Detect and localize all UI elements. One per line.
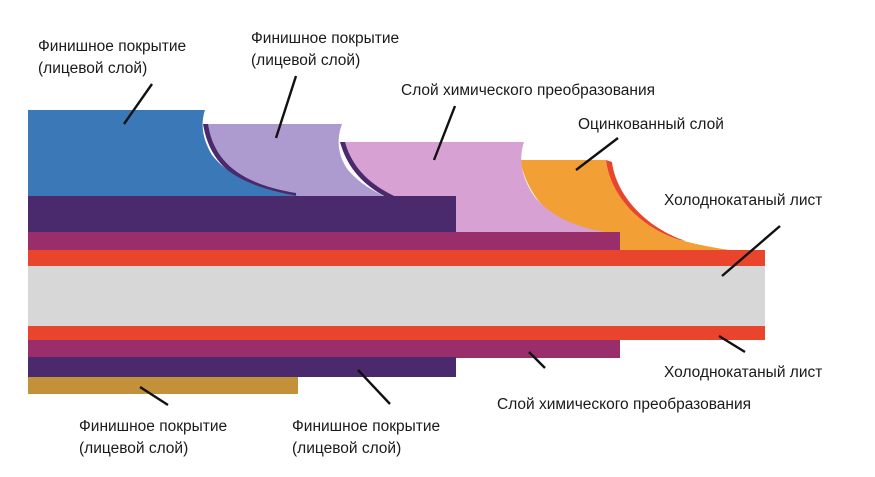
label-top-finish-1: Финишное покрытие (лицевой слой): [38, 36, 186, 80]
top-conversion-layer: [342, 142, 620, 234]
label-line: Слой химического преобразования: [497, 396, 752, 413]
label-line: (лицевой слой): [79, 440, 189, 457]
label-bottom-finish-2: Финишное покрытие (лицевой слой): [292, 416, 440, 460]
leader-top-finish-1: [123, 83, 153, 125]
top-red-layer: [28, 250, 765, 266]
leader-bottom-conversion: [528, 351, 546, 369]
top-finish-1-layer: [28, 110, 298, 196]
label-top-finish-2: Финишное покрытие (лицевой слой): [251, 28, 399, 72]
leader-top-steel: [721, 225, 781, 277]
leader-top-zinc: [575, 137, 619, 171]
label-bottom-finish-1: Финишное покрытие (лицевой слой): [79, 416, 227, 460]
label-top-zinc: Оцинкованный слой: [578, 114, 724, 136]
label-line: Слой химического преобразования: [401, 82, 656, 99]
label-line: Оцинкованный слой: [578, 116, 724, 133]
label-bottom-conversion: Слой химического преобразования: [497, 394, 751, 416]
label-line: Финишное покрытие: [79, 418, 228, 435]
label-line: (лицевой слой): [38, 60, 148, 77]
bottom-red-layer: [28, 326, 765, 340]
leader-bottom-finish-2: [357, 369, 391, 405]
label-line: Финишное покрытие: [251, 30, 400, 47]
label-top-conversion: Слой химического преобразования: [401, 80, 655, 102]
label-line: Финишное покрытие: [38, 38, 187, 55]
label-line: Финишное покрытие: [292, 418, 441, 435]
leader-top-conversion: [432, 105, 457, 161]
label-line: (лицевой слой): [292, 440, 402, 457]
leader-bottom-steel: [718, 334, 746, 354]
top-magenta-layer: [28, 232, 620, 252]
bottom-magenta-layer: [28, 340, 620, 358]
label-line: Холоднокатаный лист: [664, 364, 823, 381]
label-line: (лицевой слой): [251, 52, 361, 69]
label-top-steel: Холоднокатаный лист: [664, 190, 822, 212]
steel-core: [28, 266, 765, 326]
leader-top-finish-2: [274, 75, 298, 139]
top-finish-2-layer: [205, 124, 446, 213]
bottom-gold-layer: [28, 377, 298, 394]
top-zinc-layer: [520, 160, 765, 255]
leader-bottom-finish-1: [139, 385, 169, 407]
top-dark-purple-layer: [28, 196, 456, 233]
label-bottom-steel: Холоднокатаный лист: [664, 362, 822, 384]
label-line: Холоднокатаный лист: [664, 192, 823, 209]
bottom-dark-purple-layer: [28, 357, 456, 377]
